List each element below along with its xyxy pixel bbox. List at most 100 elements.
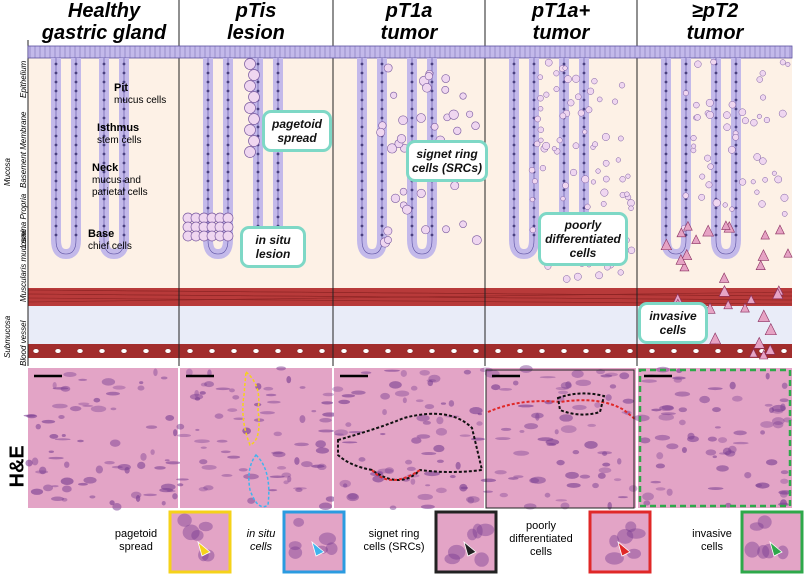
blood-cell <box>164 348 172 354</box>
he-texture <box>109 500 115 506</box>
tumor-cell <box>727 145 736 154</box>
he-texture <box>717 437 728 443</box>
nucleus <box>256 188 260 192</box>
he-texture <box>780 403 786 412</box>
poorly-diff-cell <box>537 74 544 80</box>
poorly-diff-cell <box>559 112 567 120</box>
muscle-fiber-line <box>27 293 793 301</box>
nucleus <box>532 134 536 138</box>
invasive-cell <box>746 294 756 304</box>
legend-inset <box>588 510 652 574</box>
invasive-cell <box>753 336 766 349</box>
he-texture <box>318 429 335 433</box>
he-src-outline <box>337 412 484 481</box>
nucleus <box>512 71 516 75</box>
nucleus <box>360 98 364 102</box>
he-texture <box>377 468 394 474</box>
nucleus <box>562 152 566 156</box>
he-texture <box>584 440 598 449</box>
tumor-cell <box>774 175 783 184</box>
he-texture <box>639 437 651 444</box>
he-texture <box>598 467 612 474</box>
invasive-cell <box>755 259 766 271</box>
nucleus <box>122 152 126 156</box>
nucleus <box>102 80 106 84</box>
invasive-cell <box>749 348 759 358</box>
he-texture <box>176 478 189 481</box>
he-texture <box>656 452 664 460</box>
nucleus <box>532 71 536 75</box>
nucleus <box>562 188 566 192</box>
nucleus <box>512 125 516 129</box>
he-panel <box>486 368 636 508</box>
nucleus <box>664 188 668 192</box>
inset-texture <box>288 541 302 551</box>
nucleus <box>206 71 210 75</box>
he-texture <box>554 429 559 435</box>
he-texture <box>641 379 657 383</box>
he-texture <box>495 437 511 440</box>
he-texture <box>769 407 775 414</box>
he-texture <box>286 376 292 384</box>
nucleus <box>276 170 280 174</box>
he-texture <box>60 477 74 486</box>
nucleus <box>664 179 668 183</box>
he-texture <box>772 421 784 429</box>
invasive-cell <box>723 299 733 310</box>
nucleus <box>684 134 688 138</box>
he-texture <box>130 491 142 499</box>
he-texture <box>358 457 366 462</box>
he-texture <box>186 368 193 377</box>
invasive-cell <box>718 284 731 297</box>
he-texture <box>448 400 455 407</box>
poorly-diff-cell <box>628 205 634 211</box>
he-texture <box>201 464 217 470</box>
nucleus <box>54 134 58 138</box>
tumor-cell <box>781 211 788 217</box>
he-texture <box>299 415 306 424</box>
he-texture <box>93 397 101 403</box>
he-texture <box>655 487 666 491</box>
he-texture <box>61 433 66 438</box>
nucleus <box>684 107 688 111</box>
nucleus <box>74 134 78 138</box>
poorly-diff-cell <box>612 98 619 105</box>
nucleus <box>714 134 718 138</box>
inset-texture <box>749 522 764 531</box>
he-texture <box>64 461 70 468</box>
nucleus <box>562 134 566 138</box>
poorly-diff-cell <box>542 141 551 150</box>
he-texture <box>771 408 784 414</box>
nucleus <box>562 170 566 174</box>
blood-cell <box>208 348 216 354</box>
nucleus <box>734 152 738 156</box>
he-texture <box>389 505 397 510</box>
he-texture <box>287 475 292 483</box>
nucleus <box>102 89 106 93</box>
poorly-diff-cell <box>595 271 603 280</box>
he-texture <box>139 381 144 385</box>
poorly-diff-cell <box>591 78 598 85</box>
nucleus <box>360 161 364 165</box>
inset-texture <box>447 544 466 560</box>
invasive-cell <box>757 309 771 322</box>
legend-inset <box>434 510 498 574</box>
in-situ-cell <box>222 212 234 224</box>
he-texture <box>77 439 84 443</box>
nucleus <box>562 98 566 102</box>
tumor-cell <box>693 101 700 109</box>
nucleus <box>532 161 536 165</box>
nucleus <box>206 152 210 156</box>
he-texture <box>346 493 359 502</box>
nucleus <box>360 233 364 237</box>
nucleus <box>684 170 688 174</box>
he-texture <box>165 461 181 465</box>
nucleus <box>54 170 58 174</box>
poorly-diff-cell <box>531 178 538 185</box>
nucleus <box>276 98 280 102</box>
nucleus <box>122 125 126 129</box>
nucleus <box>226 188 230 192</box>
he-texture <box>227 408 238 412</box>
poorly-diff-cell <box>538 137 544 143</box>
